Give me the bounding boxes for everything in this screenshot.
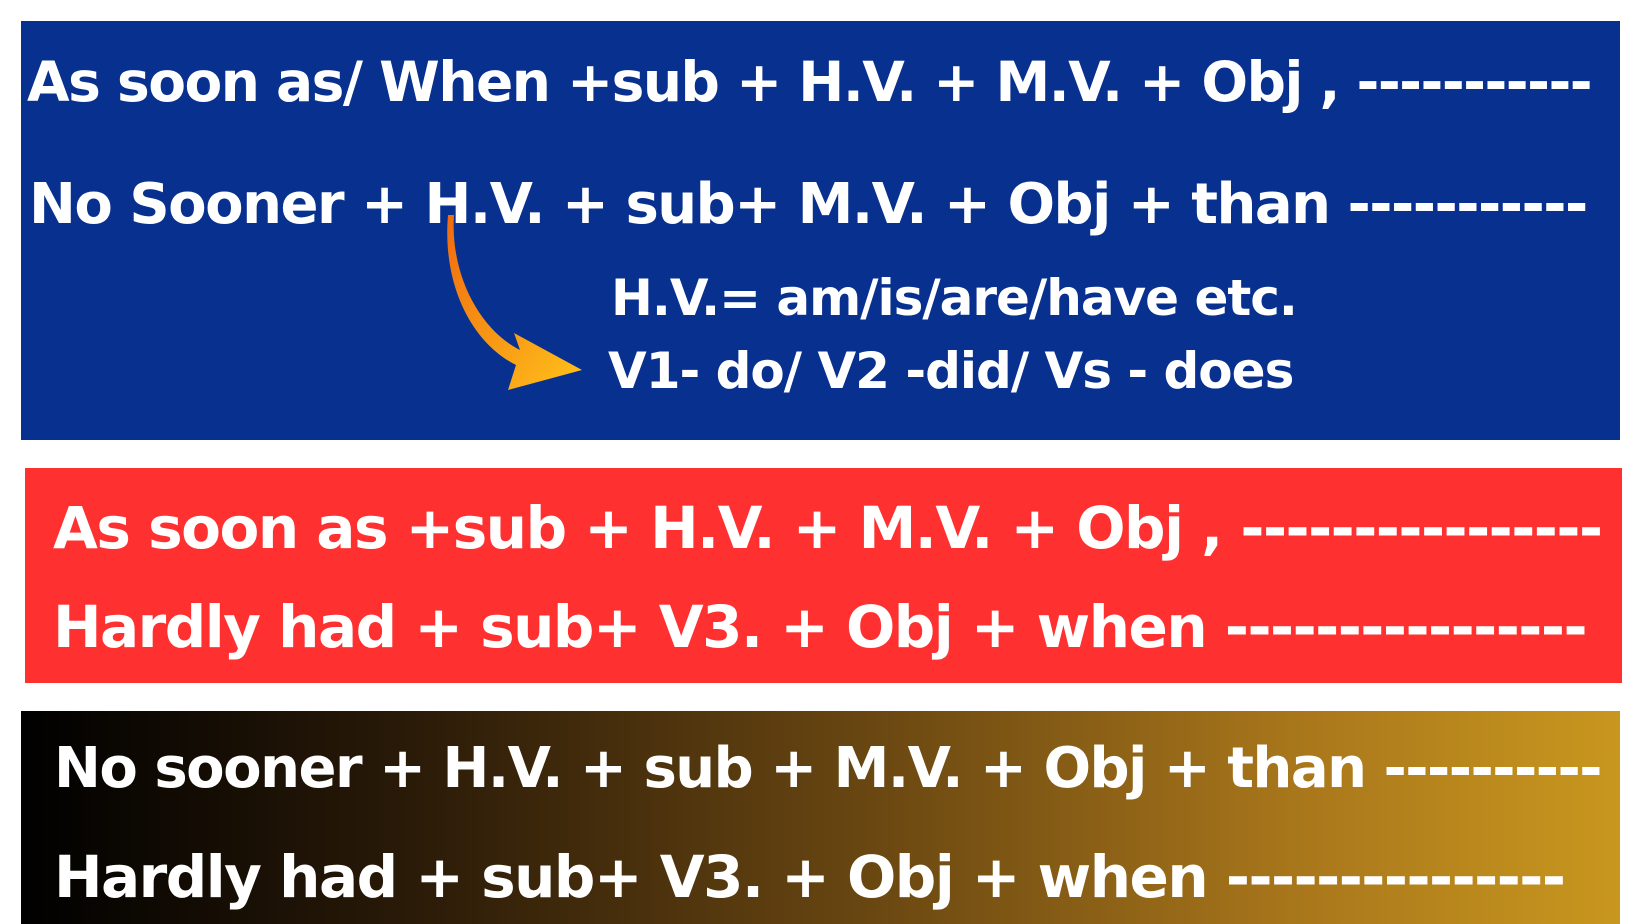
- blue-line-2: No Sooner + H.V. + sub+ M.V. + Obj + tha…: [29, 172, 1588, 237]
- blue-line-1: As soon as/ When +sub + H.V. + M.V. + Ob…: [27, 50, 1593, 114]
- hv-note: H.V.= am/is/are/have etc.: [611, 269, 1298, 327]
- red-line-1: As soon as +sub + H.V. + M.V. + Obj , --…: [53, 494, 1603, 562]
- gradient-panel: No sooner + H.V. + sub + M.V. + Obj + th…: [21, 711, 1620, 924]
- verb-forms-note: V1- do/ V2 -did/ Vs - does: [608, 342, 1294, 400]
- gradient-line-2: Hardly had + sub+ V3. + Obj + when -----…: [54, 843, 1566, 911]
- curved-arrow-icon: [447, 215, 582, 390]
- blue-panel: As soon as/ When +sub + H.V. + M.V. + Ob…: [21, 21, 1620, 440]
- gradient-line-1: No sooner + H.V. + sub + M.V. + Obj + th…: [54, 736, 1602, 801]
- red-line-2: Hardly had + sub+ V3. + Obj + when -----…: [53, 593, 1588, 661]
- red-panel: As soon as +sub + H.V. + M.V. + Obj , --…: [25, 468, 1622, 683]
